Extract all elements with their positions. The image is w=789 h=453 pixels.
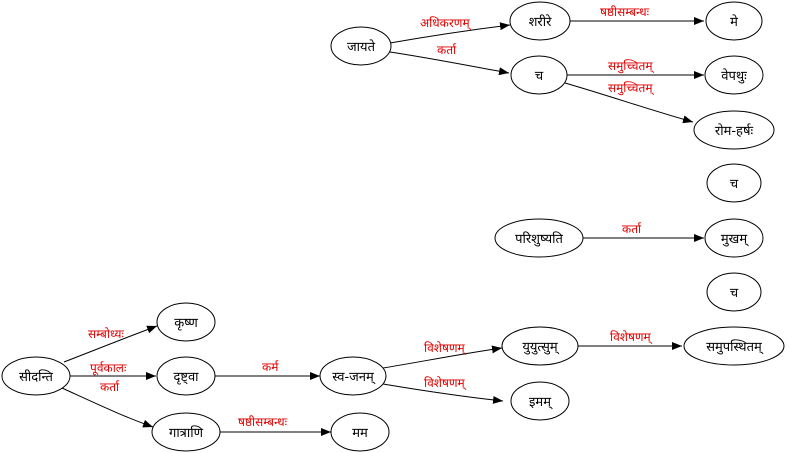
node-cha-2: च bbox=[706, 163, 762, 203]
node-label: परिशुष्यति bbox=[515, 231, 563, 247]
node-label: इमम् bbox=[529, 395, 553, 410]
node-ellipse bbox=[330, 26, 392, 66]
node-imam: इमम् bbox=[510, 381, 570, 421]
node-svajanam: स्व-जनम् bbox=[319, 356, 387, 396]
edge-label-visheshanam: विशेषणम् bbox=[424, 376, 467, 391]
node-ellipse bbox=[330, 412, 390, 452]
node-mama: मम bbox=[330, 412, 390, 452]
node-ellipse bbox=[151, 412, 221, 452]
node-label: मुखम् bbox=[721, 232, 749, 247]
edge-svajanam-yuyutsum: विशेषणम् bbox=[382, 341, 503, 369]
edge-line bbox=[389, 51, 510, 76]
edge-line bbox=[564, 82, 694, 124]
node-ellipse bbox=[704, 218, 764, 258]
node-label: स्व-जनम् bbox=[332, 370, 376, 385]
node-parishushyati: परिशुष्यति bbox=[494, 218, 584, 258]
node-ellipse bbox=[510, 55, 568, 95]
node-ellipse bbox=[510, 381, 570, 421]
node-mukham: मुखम् bbox=[704, 218, 764, 258]
node-jayate: जायते bbox=[330, 26, 392, 66]
node-label: समुपस्थितम् bbox=[706, 339, 764, 355]
node-vepathu: वेपथुः bbox=[704, 55, 764, 95]
edge-label-visheshanam: विशेषणम् bbox=[424, 341, 467, 356]
node-ellipse bbox=[1, 356, 71, 396]
node-ellipse bbox=[494, 218, 584, 258]
edge-sidanti-drishtva: पूर्वकालः bbox=[70, 361, 156, 380]
node-ellipse bbox=[319, 356, 387, 396]
edge-label-samucchitam: समुच्चितम् bbox=[608, 59, 655, 74]
node-drishtva: दृष्ट्वा bbox=[156, 356, 216, 396]
edge-line bbox=[382, 345, 503, 369]
node-sharire: शरीरे bbox=[509, 1, 571, 41]
node-label: मम bbox=[352, 426, 368, 441]
node-ellipse bbox=[704, 55, 764, 95]
node-label: कृष्ण bbox=[174, 316, 198, 331]
node-label: दृष्ट्वा bbox=[173, 370, 199, 385]
edge-sharire-me: षष्ठीसम्बन्धः bbox=[570, 5, 704, 25]
edge-label-shashthisambandha: षष्ठीसम्बन्धः bbox=[238, 415, 288, 429]
node-label: शरीरे bbox=[529, 14, 553, 30]
edge-cha1-romaharsha: समुच्चितम् bbox=[564, 81, 694, 124]
edge-label-visheshanam: विशेषणम् bbox=[610, 330, 653, 345]
node-sidanti: सीदन्ति bbox=[1, 356, 71, 396]
node-ellipse bbox=[156, 302, 216, 342]
node-krishna: कृष्ण bbox=[156, 302, 216, 342]
edge-label-purvakala: पूर्वकालः bbox=[90, 361, 127, 376]
edge-line bbox=[63, 325, 158, 363]
edge-label-karma: कर्म bbox=[262, 360, 279, 374]
edges: अधिकरणम् कर्ता षष्ठीसम्बन्धः समुच्चितम् … bbox=[61, 5, 704, 436]
node-ellipse bbox=[509, 1, 571, 41]
node-ellipse bbox=[706, 163, 762, 203]
node-cha-3: च bbox=[706, 272, 762, 312]
edge-jayate-cha1: कर्ता bbox=[389, 43, 510, 76]
node-label: जायते bbox=[347, 39, 376, 55]
node-ellipse bbox=[705, 1, 763, 41]
edge-label-samucchitam: समुच्चितम् bbox=[608, 81, 655, 96]
node-samupasthitam: समुपस्थितम् bbox=[683, 326, 785, 366]
node-me: मे bbox=[705, 1, 763, 41]
edge-drishtva-svajanam: कर्म bbox=[214, 360, 320, 380]
edge-label-sambodhya: सम्बोध्यः bbox=[88, 327, 124, 341]
node-label: रोम-हर्षः bbox=[715, 123, 754, 139]
node-cha-1: च bbox=[510, 55, 568, 95]
edge-label-adhikaranam: अधिकरणम् bbox=[420, 16, 472, 31]
node-ellipse bbox=[683, 326, 785, 366]
edge-parishushyati-mukham: कर्ता bbox=[582, 222, 704, 242]
node-label: च bbox=[535, 69, 544, 84]
edge-sidanti-krishna: सम्बोध्यः bbox=[63, 325, 158, 363]
edge-cha1-vepathu: समुच्चितम् bbox=[567, 59, 704, 79]
edge-label-karta: कर्ता bbox=[622, 222, 642, 236]
node-yuyutsum: युयुत्सुम् bbox=[501, 326, 579, 366]
edge-label-karta: कर्ता bbox=[100, 380, 120, 394]
edge-jayate-sharire: अधिकरणम् bbox=[389, 16, 511, 44]
node-label: युयुत्सुम् bbox=[522, 340, 559, 355]
edge-yuyutsum-samupasthitam: विशेषणम् bbox=[578, 330, 682, 350]
node-romaharsha: रोम-हर्षः bbox=[693, 110, 775, 150]
node-label: मे bbox=[730, 14, 738, 30]
node-ellipse bbox=[156, 356, 216, 396]
node-ellipse bbox=[501, 326, 579, 366]
edge-label-shashthisambandha: षष्ठीसम्बन्धः bbox=[600, 5, 650, 19]
node-label: च bbox=[730, 177, 739, 192]
edge-line bbox=[382, 383, 504, 404]
node-ellipse bbox=[706, 272, 762, 312]
node-ellipse bbox=[693, 110, 775, 150]
node-label: वेपथुः bbox=[721, 68, 747, 84]
edge-line bbox=[61, 387, 154, 428]
edge-line bbox=[389, 22, 511, 44]
edge-svajanam-imam: विशेषणम् bbox=[382, 376, 504, 404]
node-label: सीदन्ति bbox=[19, 369, 53, 385]
node-gatrani: गात्राणि bbox=[151, 412, 221, 452]
edge-gatrani-mama: षष्ठीसम्बन्धः bbox=[220, 415, 331, 436]
node-label: च bbox=[730, 286, 739, 301]
edge-label-karta: कर्ता bbox=[437, 43, 457, 57]
edge-sidanti-gatrani: कर्ता bbox=[61, 380, 154, 428]
node-label: गात्राणि bbox=[169, 425, 204, 441]
